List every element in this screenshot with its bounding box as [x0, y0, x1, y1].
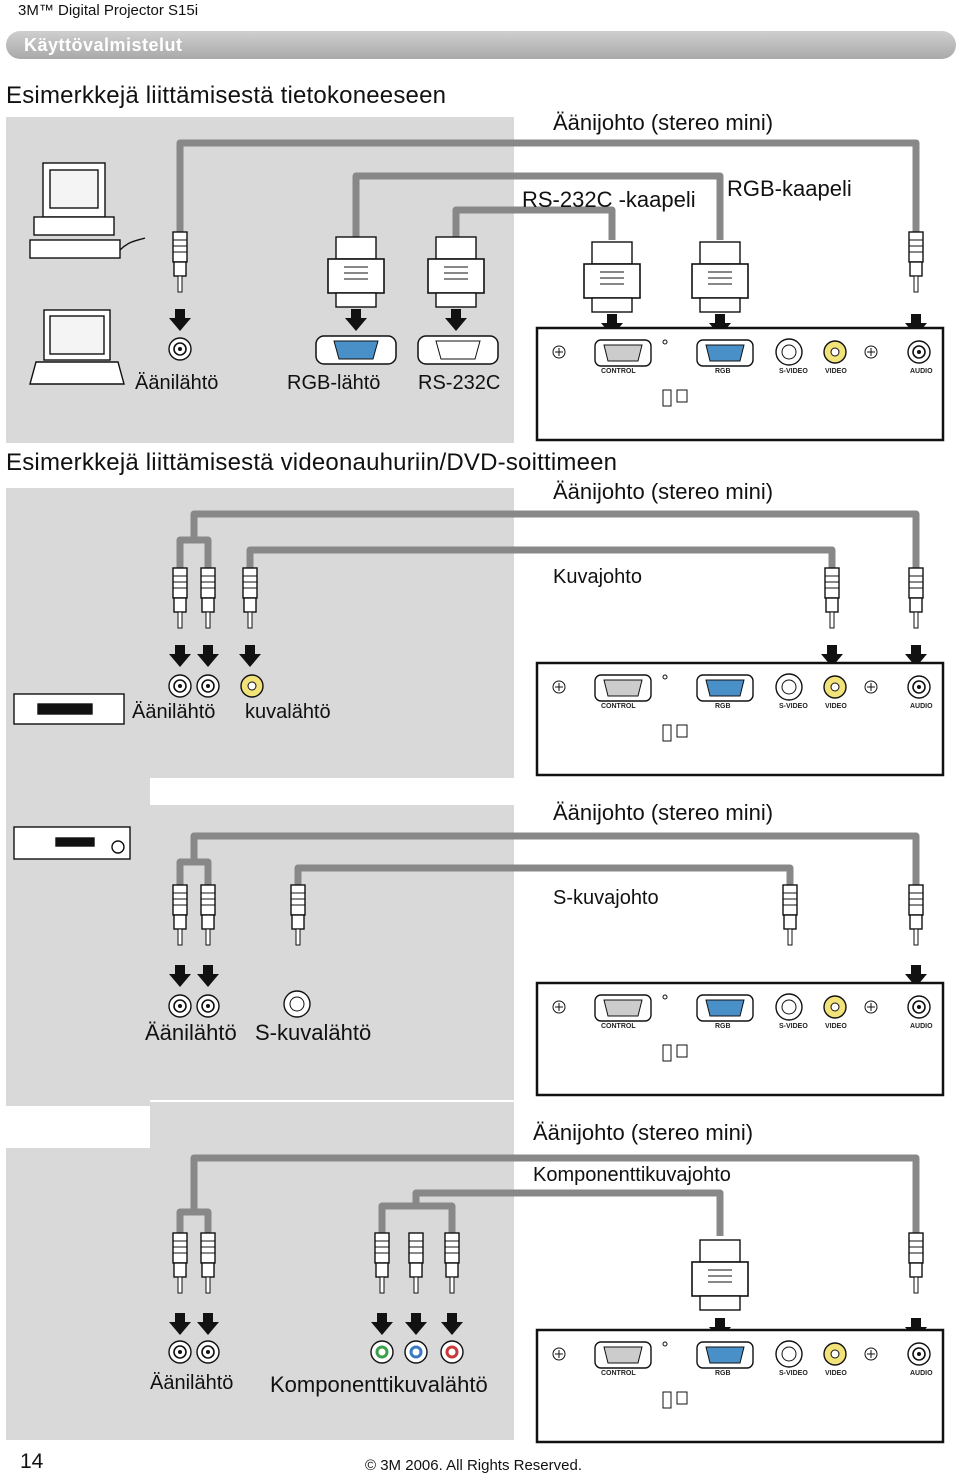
svideo-cable-label: S-kuvajohto [553, 887, 659, 909]
copyright: © 3M 2006. All Rights Reserved. [365, 1457, 582, 1474]
panel-video-label: VIDEO [825, 703, 847, 710]
audio-out-label-1: Äänilähtö [132, 701, 216, 723]
rs232c-port-label: RS-232C [418, 372, 501, 394]
panel-rgb-label: RGB [715, 1370, 731, 1377]
rgb-cable-label: RGB-kaapeli [727, 176, 852, 201]
panel-audio-label: AUDIO [910, 703, 933, 710]
panel-control-label: CONTROL [601, 703, 636, 710]
section-title: Käyttövalmistelut [24, 35, 183, 55]
panel-rgb-label: RGB [715, 368, 731, 375]
audio-cable-label-1: Äänijohto (stereo mini) [553, 479, 774, 504]
panel-svideo-label: S-VIDEO [779, 1023, 808, 1030]
audio-cable-label: Äänijohto (stereo mini) [553, 110, 774, 135]
panel-video-label: VIDEO [825, 368, 847, 375]
component-cable-label: Komponenttikuvajohto [533, 1164, 731, 1186]
audio-out-label: Äänilähtö [135, 372, 219, 394]
video-out-label: kuvalähtö [245, 701, 331, 723]
panel-svideo-label: S-VIDEO [779, 1370, 808, 1377]
rs232c-cable-label: RS-232C -kaapeli [522, 187, 696, 212]
panel-video-label: VIDEO [825, 1370, 847, 1377]
page-number: 14 [20, 1450, 44, 1473]
audio-out-label-3: Äänilähtö [150, 1372, 234, 1394]
panel-audio-label: AUDIO [910, 1370, 933, 1377]
panel-audio-label: AUDIO [910, 368, 933, 375]
audio-out-label-2: Äänilähtö [145, 1020, 237, 1045]
video-section-heading: Esimerkkejä liittämisestä videonauhuriin… [6, 449, 618, 476]
audio-cable-label-3: Äänijohto (stereo mini) [533, 1120, 754, 1145]
panel-svideo-label: S-VIDEO [779, 703, 808, 710]
panel-rgb-label: RGB [715, 703, 731, 710]
panel-audio-label: AUDIO [910, 1023, 933, 1030]
component-out-label: Komponenttikuvalähtö [270, 1372, 488, 1397]
video-cable-label: Kuvajohto [553, 566, 642, 588]
document-title: 3M™ Digital Projector S15i [18, 2, 199, 19]
panel-svideo-label: S-VIDEO [779, 368, 808, 375]
panel-control-label: CONTROL [601, 1023, 636, 1030]
svideo-out-label: S-kuvalähtö [255, 1020, 372, 1045]
section-bar [6, 31, 956, 59]
computer-section-heading: Esimerkkejä liittämisestä tietokoneeseen [6, 82, 447, 109]
panel-rgb-label: RGB [715, 1023, 731, 1030]
panel-control-label: CONTROL [601, 368, 636, 375]
audio-cable-label-2: Äänijohto (stereo mini) [553, 800, 774, 825]
panel-video-label: VIDEO [825, 1023, 847, 1030]
rgb-out-label: RGB-lähtö [287, 372, 381, 394]
panel-control-label: CONTROL [601, 1370, 636, 1377]
